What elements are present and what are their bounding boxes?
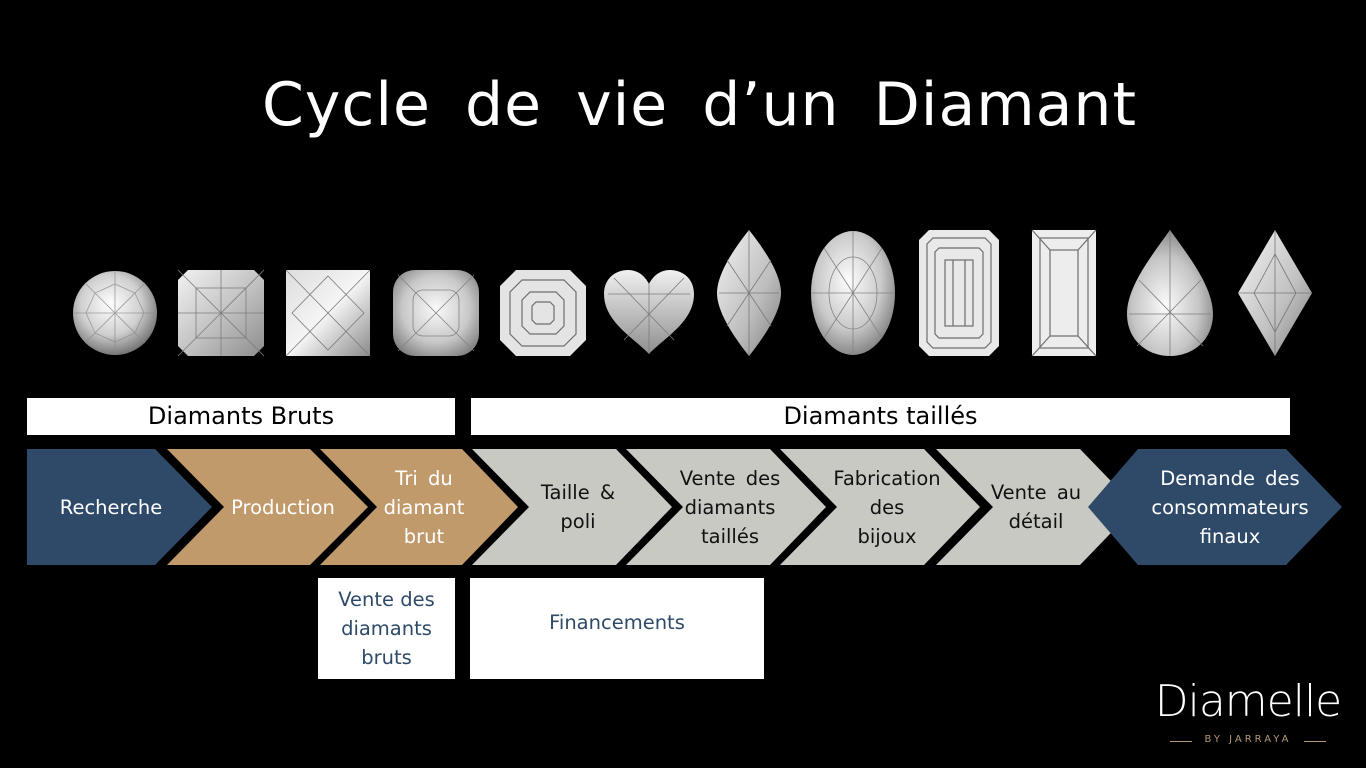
cushion-diamond-icon — [393, 270, 479, 356]
step-label-taille: Taille & poli — [530, 449, 626, 565]
lozenge-diamond-icon — [1238, 230, 1312, 356]
cut-diamonds-category: Diamants taillés — [471, 398, 1290, 435]
step-label-line: brut — [403, 524, 445, 548]
step-label-tri: Tri du diamant brut — [372, 449, 476, 565]
step-label-line: Recherche — [59, 495, 163, 519]
step-label-line: diamant — [383, 495, 465, 519]
step-label-line: Production — [231, 495, 335, 519]
financing-text: Financements — [549, 611, 685, 634]
asscher-diamond-icon — [500, 270, 586, 356]
step-label-line: diamants — [684, 495, 776, 519]
step-chevron-tri — [320, 449, 518, 565]
financing-box: Financements — [470, 578, 764, 679]
step-label-line: Vente au — [990, 481, 1082, 504]
pear-diamond-icon — [1127, 230, 1213, 356]
gem-row — [0, 225, 1366, 360]
step-chevron-vente-tailles — [626, 449, 826, 565]
step-label-line: des — [869, 495, 905, 519]
round-diamond-icon — [72, 270, 158, 356]
step-label-line: finaux — [1199, 524, 1261, 548]
step-label-fabrication: Fabrication des bijoux — [826, 449, 948, 565]
marquise-diamond-icon — [717, 230, 781, 356]
step-label-recherche: Recherche — [40, 449, 182, 565]
step-label-vente-tailles: Vente des diamants taillés — [674, 449, 786, 565]
step-chevron-production — [167, 449, 368, 565]
step-label-vente-detail: Vente au détail — [984, 449, 1088, 565]
step-label-line: poli — [560, 510, 596, 533]
heart-diamond-icon — [604, 270, 694, 354]
step-label-line: Vente des — [679, 466, 781, 490]
step-chevron-demande — [1088, 449, 1342, 565]
process-flow — [27, 449, 1342, 565]
step-chevron-fabrication — [780, 449, 980, 565]
rough-sales-box: Vente des diamants bruts — [318, 578, 455, 679]
baguette-diamond-icon — [1031, 229, 1097, 357]
step-label-line: Fabrication — [833, 466, 941, 490]
emerald-diamond-icon — [919, 230, 999, 356]
step-label-line: Demande des — [1160, 466, 1300, 490]
rough-sales-text: Vente des diamants bruts — [338, 588, 435, 669]
step-label-line: taillés — [700, 524, 759, 548]
step-chevron-recherche — [27, 449, 212, 565]
oval-diamond-icon — [810, 230, 896, 356]
rough-diamonds-category: Diamants Bruts — [27, 398, 455, 435]
step-label-line: consommateurs — [1151, 495, 1309, 519]
step-label-line: Taille & — [540, 481, 616, 504]
step-label-line: bijoux — [857, 524, 917, 548]
princess-diamond-icon — [285, 269, 371, 357]
radiant-diamond-icon — [177, 269, 265, 357]
step-label-demande: Demande des consommateurs finaux — [1140, 449, 1320, 565]
step-label-line: Tri du — [395, 466, 453, 490]
step-label-line: détail — [1008, 510, 1064, 533]
step-chevron-taille — [472, 449, 672, 565]
step-label-production: Production — [222, 449, 344, 565]
diamelle-logo: Diamelle BY JARRAYA — [1154, 676, 1343, 745]
page-title: Cycle de vie d’un Diamant — [262, 70, 1137, 140]
step-chevron-vente-detail — [936, 449, 1136, 565]
